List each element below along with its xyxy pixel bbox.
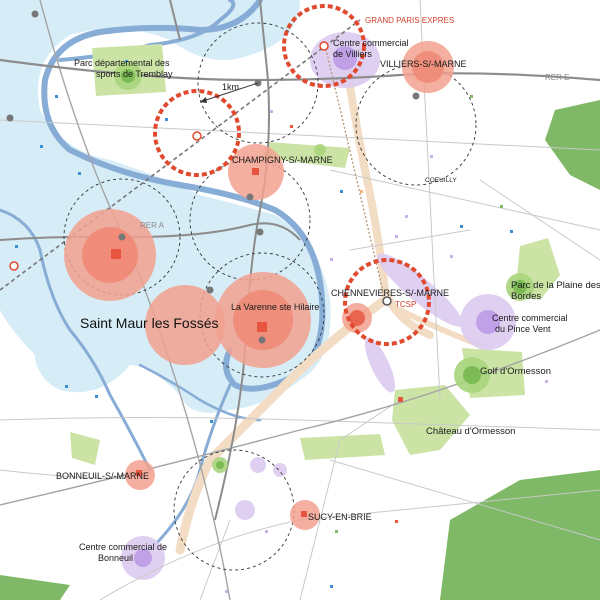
label-cc-bonneuil-1: Centre commercial de <box>79 542 167 552</box>
label-varenne: La Varenne ste Hilaire <box>231 302 319 312</box>
label-golf: Golf d'Ormesson <box>480 366 551 377</box>
label-grand-paris: GRAND PARIS EXPRES <box>365 16 454 25</box>
park-sucy <box>300 434 385 460</box>
label-chennevieres: CHENNEVIERES-S/-MARNE <box>331 288 449 298</box>
label-pince-vent-1: Centre commercial <box>492 313 568 323</box>
label-pince-vent-2: du Pince Vent <box>495 324 551 334</box>
park-east-top <box>545 100 600 190</box>
park-bonneuil-west <box>70 432 100 465</box>
metro-icon <box>412 92 420 100</box>
label-1km: 1km <box>222 82 239 92</box>
park-coeuilly <box>262 142 350 168</box>
park-east-bottom <box>440 470 600 600</box>
green-circles <box>114 62 534 473</box>
metro-icon <box>246 193 254 201</box>
label-villiers: VILLIERS-S/-MARNE <box>380 59 467 69</box>
metro-icon <box>256 228 264 236</box>
label-cc-bonneuil-2: Bonneuil <box>98 553 133 563</box>
station-icon <box>382 296 392 306</box>
metro-icon <box>118 233 126 241</box>
metro-icon <box>6 114 14 122</box>
label-rer-e: RER E <box>545 73 569 82</box>
label-sucy: SUCY-EN-BRIE <box>308 512 372 522</box>
label-coeuilly: COEUILLY <box>425 177 457 184</box>
label-cc-villiers-2: de Villiers <box>333 49 372 59</box>
label-plaine-bordes-1: Parc de la Plaine des <box>511 280 600 291</box>
grand-paris-line <box>0 19 361 291</box>
station-icon <box>9 261 19 271</box>
station-markers <box>6 10 420 344</box>
metro-icon <box>206 286 214 294</box>
metro-icon <box>258 336 266 344</box>
label-tcsp: TCSP <box>395 300 416 309</box>
shopping-circles <box>134 46 500 567</box>
label-tremblay-2: sports de Tremblay <box>96 69 173 79</box>
park-chateau <box>392 385 470 455</box>
station-icon <box>319 41 329 51</box>
label-cc-villiers-1: Centre commercial <box>333 38 409 48</box>
label-bonneuil: BONNEUIL-S/-MARNE <box>56 471 149 481</box>
label-rer-a: RER A <box>140 221 165 230</box>
parks <box>0 44 600 600</box>
density-circles <box>64 41 454 530</box>
park-southwest <box>0 575 70 600</box>
label-tremblay-1: Parc départemental des <box>74 58 170 68</box>
station-icon <box>192 131 202 141</box>
label-plaine-bordes-2: Bordes <box>511 291 541 302</box>
labels: GRAND PARIS EXPRES Centre commercial de … <box>56 16 600 563</box>
scale-bar <box>199 82 259 103</box>
label-champigny: CHAMPIGNY-S/-MARNE <box>232 155 333 165</box>
scattered-dots <box>15 60 548 593</box>
grand-paris-stations <box>153 4 431 346</box>
metro-icon <box>31 10 39 18</box>
label-chateau: Château d'Ormesson <box>426 426 515 437</box>
label-saint-maur: Saint Maur les Fossés <box>80 315 219 331</box>
